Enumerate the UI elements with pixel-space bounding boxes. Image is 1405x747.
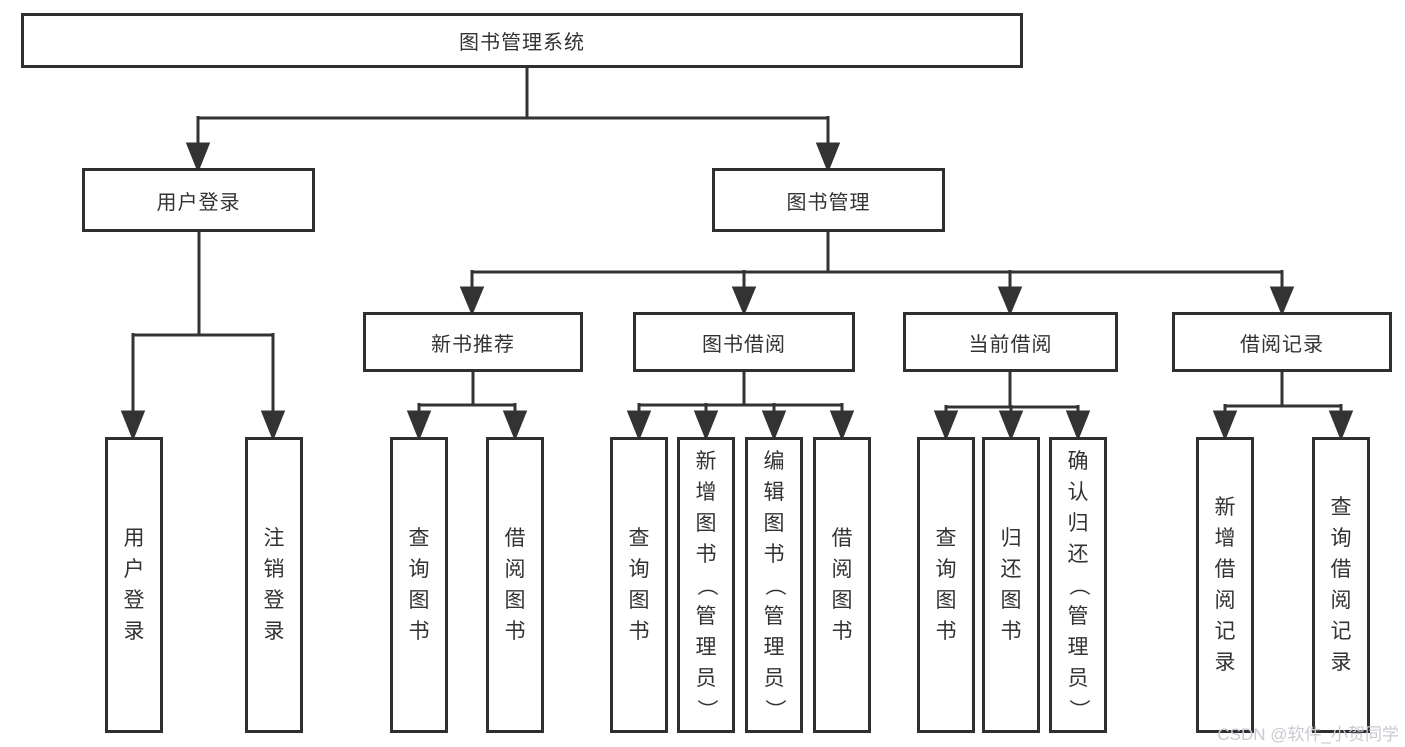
connector-root-to-level2 xyxy=(185,68,841,174)
leaf-cb-return-label: 归还图书 xyxy=(1000,527,1022,643)
leaf-bb-query-label: 查询图书 xyxy=(628,527,650,643)
node-root: 图书管理系统 xyxy=(21,13,1023,68)
connector-book-mgmt-to-level3 xyxy=(459,232,1295,316)
node-new-book-rec-label: 新书推荐 xyxy=(431,333,515,356)
leaf-bb-add-label: 新增图书（管理员） xyxy=(694,449,718,720)
leaf-logout: 注销登录 xyxy=(245,437,303,733)
leaf-logout-label: 注销登录 xyxy=(263,527,285,643)
leaf-br-query-label: 查询借阅记录 xyxy=(1330,496,1352,674)
node-root-label: 图书管理系统 xyxy=(459,32,585,54)
leaf-nbr-borrow-label: 借阅图书 xyxy=(504,527,526,643)
node-user-login: 用户登录 xyxy=(82,168,315,232)
node-book-borrow-label: 图书借阅 xyxy=(702,333,786,356)
node-book-mgmt-label: 图书管理 xyxy=(786,191,871,214)
connector-borrow-records-to-leaves xyxy=(1212,372,1354,442)
leaf-nbr-query: 查询图书 xyxy=(390,437,448,733)
leaf-bb-borrow: 借阅图书 xyxy=(813,437,871,733)
leaf-br-add-label: 新增借阅记录 xyxy=(1214,496,1236,674)
node-book-borrow: 图书借阅 xyxy=(633,312,855,372)
leaf-bb-edit-label: 编辑图书（管理员） xyxy=(762,449,786,720)
leaf-nbr-query-label: 查询图书 xyxy=(408,527,430,643)
leaf-cb-confirm: 确认归还（管理员） xyxy=(1049,437,1107,733)
leaf-user-login: 用户登录 xyxy=(105,437,163,733)
node-borrow-records: 借阅记录 xyxy=(1172,312,1392,372)
node-book-mgmt: 图书管理 xyxy=(712,168,945,232)
leaf-bb-edit: 编辑图书（管理员） xyxy=(745,437,803,733)
leaf-nbr-borrow: 借阅图书 xyxy=(486,437,544,733)
node-current-borrow-label: 当前借阅 xyxy=(968,333,1053,356)
node-borrow-records-label: 借阅记录 xyxy=(1240,333,1324,356)
leaf-cb-confirm-label: 确认归还（管理员） xyxy=(1066,449,1090,720)
leaf-bb-add: 新增图书（管理员） xyxy=(677,437,735,733)
leaf-cb-return: 归还图书 xyxy=(982,437,1040,733)
leaf-br-query: 查询借阅记录 xyxy=(1312,437,1370,733)
node-new-book-rec: 新书推荐 xyxy=(363,312,583,372)
leaf-user-login-label: 用户登录 xyxy=(123,527,145,643)
connector-current-borrow-to-leaves xyxy=(933,372,1091,442)
connector-new-book-rec-to-leaves xyxy=(406,372,528,442)
leaf-bb-query: 查询图书 xyxy=(610,437,668,733)
node-user-login-label: 用户登录 xyxy=(156,191,241,214)
connector-user-login-to-leaves xyxy=(120,232,286,442)
node-current-borrow: 当前借阅 xyxy=(903,312,1118,372)
leaf-br-add: 新增借阅记录 xyxy=(1196,437,1254,733)
leaf-cb-query: 查询图书 xyxy=(917,437,975,733)
leaf-bb-borrow-label: 借阅图书 xyxy=(831,527,853,643)
watermark: CSDN @软件_小贺同学 xyxy=(1217,725,1399,744)
leaf-cb-query-label: 查询图书 xyxy=(935,527,957,643)
connector-book-borrow-to-leaves xyxy=(626,372,855,442)
